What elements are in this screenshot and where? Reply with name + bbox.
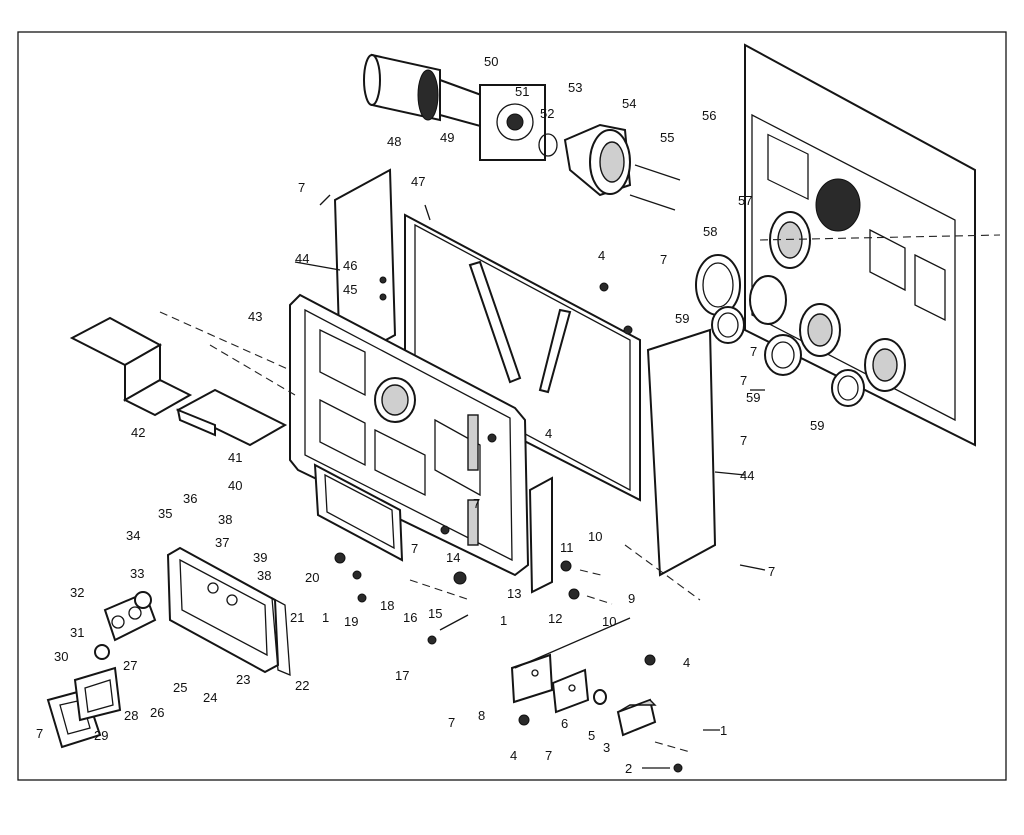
diagram-border [17,31,1007,781]
label-42: 42 [131,425,145,440]
label-41: 41 [228,450,242,465]
label-34: 34 [126,528,140,543]
label-10a: 10 [588,529,602,544]
label-22: 22 [295,678,309,693]
label-7j: 7 [473,496,480,511]
label-49: 49 [440,130,454,145]
label-23: 23 [236,672,250,687]
label-39: 39 [253,550,267,565]
label-16: 16 [403,610,417,625]
label-40: 40 [228,478,242,493]
small-hardware [334,276,656,726]
label-3: 3 [603,740,610,755]
rear-panel [744,43,1001,447]
label-33: 33 [130,566,144,581]
side-panel-left [333,168,397,367]
control-plate-assembly [46,546,291,749]
label-7g: 7 [448,715,455,730]
label-7b: 7 [660,252,667,267]
label-5: 5 [588,728,595,743]
label-7d: 7 [740,433,747,448]
label-29: 29 [94,728,108,743]
label-10b: 10 [602,614,616,629]
side-strip [528,476,553,594]
side-panel-right [646,328,717,577]
label-17: 17 [395,668,409,683]
label-57: 57 [738,193,752,208]
leader-lines [159,194,766,769]
label-32: 32 [70,585,84,600]
part-labels: 1 1 1 2 3 4 4 4 4 5 6 7 7 7 7 7 7 7 7 7 … [36,54,824,776]
label-4c: 4 [683,655,690,670]
label-6: 6 [561,716,568,731]
label-59c: 59 [810,418,824,433]
label-13: 13 [507,586,521,601]
label-25: 25 [173,680,187,695]
label-2: 2 [625,761,632,776]
label-47: 47 [411,174,425,189]
label-53: 53 [568,80,582,95]
label-46: 46 [343,258,357,273]
label-55: 55 [660,130,674,145]
label-27: 27 [123,658,137,673]
label-48: 48 [387,134,401,149]
front-panel [289,293,530,577]
label-50: 50 [484,54,498,69]
label-4b: 4 [545,426,552,441]
label-59b: 59 [746,390,760,405]
label-59a: 59 [675,311,689,326]
label-12: 12 [548,611,562,626]
label-19: 19 [344,614,358,629]
label-7k: 7 [740,373,747,388]
shelf-brackets [69,316,288,447]
label-38b: 38 [257,568,271,583]
label-7e: 7 [768,564,775,579]
label-1c: 1 [322,610,329,625]
label-7h: 7 [545,748,552,763]
frame [404,204,641,502]
label-54: 54 [622,96,636,111]
label-9: 9 [628,591,635,606]
gasket-rings [695,254,865,407]
label-1b: 1 [500,613,507,628]
label-24: 24 [203,690,217,705]
label-4a: 4 [598,248,605,263]
label-56: 56 [702,108,716,123]
label-31: 31 [70,625,84,640]
label-21: 21 [290,610,304,625]
label-7i: 7 [36,726,43,741]
label-36: 36 [183,491,197,506]
label-51: 51 [515,84,529,99]
label-30: 30 [54,649,68,664]
label-7f: 7 [411,541,418,556]
label-45: 45 [343,282,357,297]
flue-pipe-assembly [363,53,681,211]
label-4d: 4 [510,748,517,763]
label-11: 11 [560,540,574,555]
label-7c: 7 [750,344,757,359]
label-7a: 7 [298,180,305,195]
label-26: 26 [150,705,164,720]
label-38a: 38 [218,512,232,527]
label-44b: 44 [740,468,754,483]
label-37: 37 [215,535,229,550]
label-43: 43 [248,309,262,324]
label-14: 14 [446,550,460,565]
label-15: 15 [428,606,442,621]
label-1a: 1 [720,723,727,738]
label-58: 58 [703,224,717,239]
label-20: 20 [305,570,319,585]
label-35: 35 [158,506,172,521]
label-8: 8 [478,708,485,723]
label-28: 28 [124,708,138,723]
label-44a: 44 [295,251,309,266]
burner-bracket-assembly [510,617,683,773]
label-18: 18 [380,598,394,613]
label-52: 52 [540,106,554,121]
